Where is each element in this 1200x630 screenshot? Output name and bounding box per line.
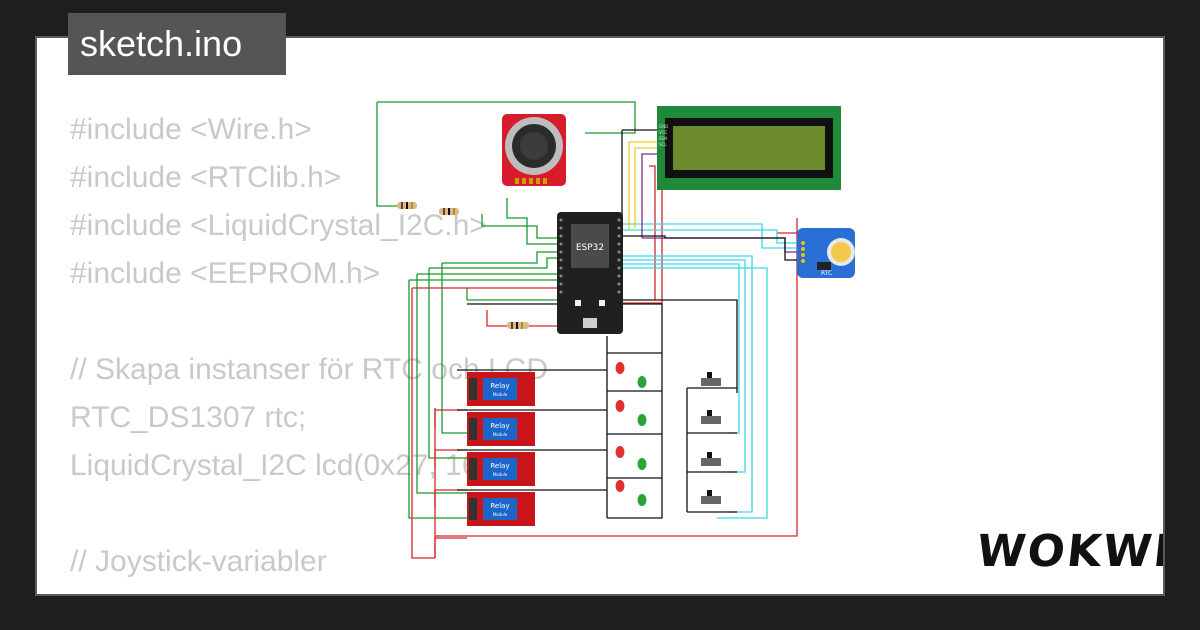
relay-label: Relay xyxy=(490,422,509,430)
relay-sublabel: Module xyxy=(493,432,508,437)
relay-sublabel: Module xyxy=(493,392,508,397)
wires xyxy=(376,101,798,559)
code-line: const int joystickXPin = 34; xyxy=(70,586,548,594)
relay-module: Relay Module xyxy=(467,372,535,406)
esp32-board: ESP32 xyxy=(557,212,623,334)
led-pairs xyxy=(615,362,647,506)
relay-module: Relay Module xyxy=(467,412,535,446)
code-line: #include <Wire.h> xyxy=(70,113,312,146)
resistors xyxy=(397,202,529,329)
code-line: #include <LiquidCrystal_I2C.h> xyxy=(70,209,487,242)
relay-label: Relay xyxy=(490,382,509,390)
relay-label: Relay xyxy=(490,462,509,470)
esp32-label: ESP32 xyxy=(576,243,604,253)
code-line: #include <RTClib.h> xyxy=(70,161,342,194)
joystick-module xyxy=(502,114,566,186)
relay-sublabel: Module xyxy=(493,512,508,517)
svg-text:SCL: SCL xyxy=(659,142,667,147)
code-line: // Joystick-variabler xyxy=(70,545,327,578)
relay-module: Relay Module xyxy=(467,452,535,486)
relay-sublabel: Module xyxy=(493,472,508,477)
code-line: #include <EEPROM.h> xyxy=(70,257,381,290)
svg-text:VCC: VCC xyxy=(659,130,668,135)
wokwi-logo: WOKWI xyxy=(974,526,1165,577)
code-line: // Skapa instanser för RTC och LCD xyxy=(70,353,548,386)
file-tab[interactable]: sketch.ino xyxy=(68,13,286,75)
code-line: RTC_DS1307 rtc; xyxy=(70,401,307,434)
relay-module: Relay Module xyxy=(467,492,535,526)
rtc-label: RTC xyxy=(821,270,832,277)
svg-text:SDA: SDA xyxy=(659,136,668,141)
svg-text:GND: GND xyxy=(659,124,668,129)
relay-label: Relay xyxy=(490,502,509,510)
slide-switches xyxy=(701,372,721,504)
rtc-module: RTC xyxy=(797,228,855,278)
code-preview: #include <Wire.h> #include <RTClib.h> #i… xyxy=(70,106,548,594)
project-preview-card: #include <Wire.h> #include <RTClib.h> #i… xyxy=(35,36,1165,596)
